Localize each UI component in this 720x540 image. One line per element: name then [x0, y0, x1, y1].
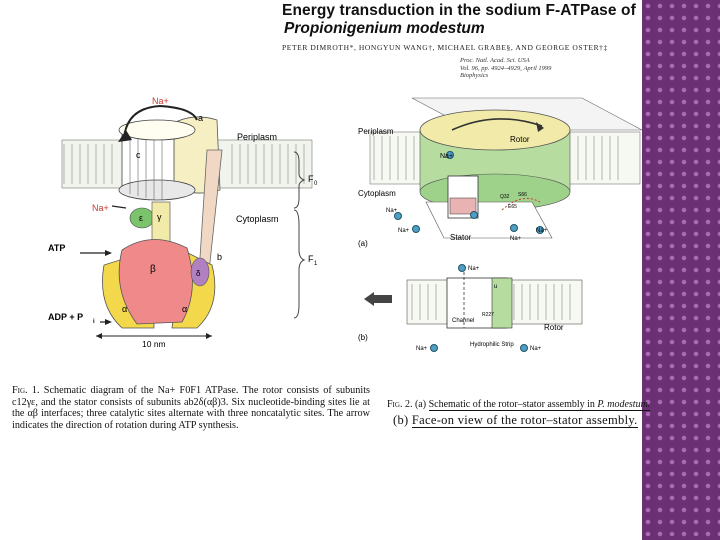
label-alpha-right: α [182, 304, 187, 314]
paper-title: Energy transduction in the sodium F-ATPa… [282, 2, 636, 19]
label-epsilon: ε [139, 213, 143, 223]
label-gamma: γ [157, 212, 162, 222]
figure-2-caption-a-species: P. modestum. [597, 399, 651, 410]
label-na-b: Na+ [398, 228, 410, 234]
label-na-br: Na+ [530, 346, 542, 352]
paper-species: Propionigenium modestum [284, 20, 485, 37]
figure-1-caption: Fig. 1. Schematic diagram of the Na+ F0F… [12, 385, 370, 431]
figure-2-rotor-stator: Periplasm Rotor Na+ Cytoplasm Q32 S66 E6… [358, 97, 642, 352]
subunit-delta [190, 257, 210, 287]
label-beta: β [150, 264, 156, 275]
label-adp: ADP + P [48, 312, 83, 322]
label-site-2: S66 [518, 192, 527, 198]
label-na-left: Na+ [92, 203, 109, 213]
paper-authors: PETER DIMROTH*, HONGYUN WANG†, MICHAEL G… [282, 43, 608, 52]
label-adp-sub: i [93, 319, 95, 325]
label-c: c [136, 150, 141, 160]
label-f0-sub: 0 [314, 181, 318, 187]
label-cytoplasm: Cytoplasm [236, 214, 279, 224]
label-na-c: Na+ [510, 236, 522, 242]
label-na-bl: Na+ [416, 346, 428, 352]
label-strip: Hydrophilic Strip [470, 342, 514, 348]
label-b: b [217, 252, 222, 262]
label-na-top: Na+ [152, 96, 169, 106]
label-stator: Stator [450, 233, 472, 242]
label-na-a: Na+ [386, 208, 398, 214]
label-u: u [494, 284, 497, 290]
citation-journal: Proc. Natl. Acad. Sci. USA [460, 57, 530, 64]
scale-bar [96, 333, 212, 339]
label-periplasm: Periplasm [237, 132, 277, 142]
panel-b-diagram [364, 264, 583, 352]
label-periplasm: Periplasm [358, 127, 394, 136]
decorative-side-panel [642, 0, 720, 540]
label-alpha-left: α [122, 304, 127, 314]
figure-2-caption-b-prefix: (b) [393, 413, 409, 427]
figure-2-caption-a-prefix: (a) [414, 399, 427, 410]
label-site-1: Q32 [500, 194, 510, 200]
label-cytoplasm: Cytoplasm [358, 189, 396, 198]
figure-1-caption-text: Schematic diagram of the Na+ F0F1 ATPase… [12, 385, 370, 431]
label-a: a [198, 113, 203, 123]
figure-1-caption-lead: Fig. 1. [12, 385, 40, 396]
f1-brace [293, 209, 306, 319]
figure-2-caption-a-text: Schematic of the rotor–stator assembly i… [428, 399, 651, 411]
subunit-beta [118, 239, 193, 325]
label-f1-sub: 1 [314, 261, 318, 267]
label-scale: 10 nm [142, 339, 166, 349]
figure-2-caption-line-b: (b) Face-on view of the rotor–stator ass… [393, 413, 638, 428]
f0-brace [293, 151, 306, 209]
citation-volume: Vol. 96, pp. 4924–4929, April 1999 [460, 64, 552, 72]
figure-2-caption-b-text: Face-on view of the rotor–stator assembl… [411, 413, 638, 428]
panel-a-diagram [369, 97, 642, 239]
label-site-3: E65 [508, 204, 517, 210]
paper-citation: Proc. Natl. Acad. Sci. USA Vol. 96, pp. … [460, 57, 551, 80]
label-delta: δ [196, 269, 201, 278]
label-rotor-b: Rotor [544, 323, 564, 332]
figure-1-atpase-diagram: Na+ a Periplasm c F 0 Na+ ε γ Cytoplasm … [48, 96, 318, 349]
label-r227: R227 [482, 312, 494, 318]
citation-section: Biophysics [460, 72, 489, 79]
label-channel: Channel [452, 318, 474, 324]
label-atp: ATP [48, 243, 65, 253]
figure-2-caption-a-body: Schematic of the rotor–stator assembly i… [428, 399, 595, 410]
label-f1: F [308, 254, 314, 264]
figure-2-caption-lead: Fig. 2. [387, 399, 413, 410]
label-panel-a: (a) [358, 239, 368, 248]
label-na-rotor: Na+ [440, 153, 453, 160]
label-panel-b: (b) [358, 333, 368, 342]
label-f0: F [308, 174, 314, 184]
label-na-d: Na+ [536, 228, 548, 234]
rotation-arrow [123, 104, 198, 139]
figure-2-caption-line-a: Fig. 2. (a) Schematic of the rotor–stato… [387, 399, 651, 411]
subunit-gamma [151, 201, 171, 243]
label-na-top-b: Na+ [468, 266, 480, 272]
label-rotor: Rotor [510, 135, 530, 144]
